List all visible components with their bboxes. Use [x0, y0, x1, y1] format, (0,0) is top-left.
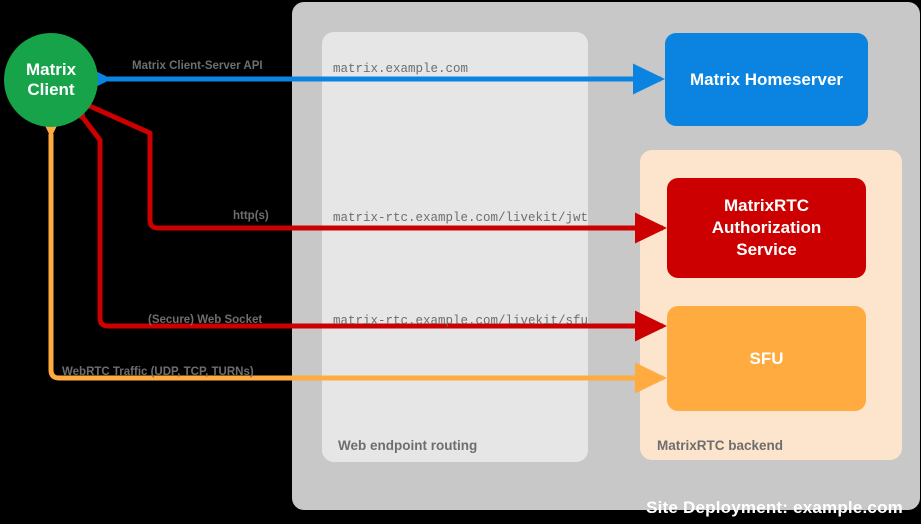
node-matrix-client[interactable]: Matrix Client [4, 33, 98, 127]
endpoint-livekit-jwt: matrix-rtc.example.com/livekit/jwt [333, 211, 589, 225]
node-matrix-homeserver[interactable]: Matrix Homeserver [665, 33, 868, 126]
endpoint-matrix-example-com: matrix.example.com [333, 62, 469, 76]
authorization-service-label: MatrixRTC Authorization Service [711, 196, 822, 259]
connection-label-client-server-api: Matrix Client-Server API [132, 60, 263, 72]
connection-label-webrtc-traffic: WebRTC Traffic (UDP, TCP, TURNs) [62, 366, 254, 378]
endpoint-livekit-sfu: matrix-rtc.example.com/livekit/sfu [333, 314, 589, 328]
connection-label-http: http(s) [233, 210, 269, 222]
matrix-client-label: Matrix Client [25, 59, 77, 99]
node-matrixrtc-authorization-service[interactable]: MatrixRTC Authorization Service [667, 178, 866, 278]
matrixrtc-backend-caption: MatrixRTC backend [657, 438, 784, 453]
site-deployment-caption: Site Deployment: example.com [646, 498, 903, 517]
node-sfu[interactable]: SFU [667, 306, 866, 411]
connection-label-web-socket: (Secure) Web Socket [148, 314, 263, 326]
web-endpoint-routing-panel [322, 32, 588, 462]
web-endpoint-routing-caption: Web endpoint routing [338, 438, 478, 453]
sfu-label: SFU [749, 348, 784, 368]
matrix-homeserver-label: Matrix Homeserver [689, 69, 844, 89]
